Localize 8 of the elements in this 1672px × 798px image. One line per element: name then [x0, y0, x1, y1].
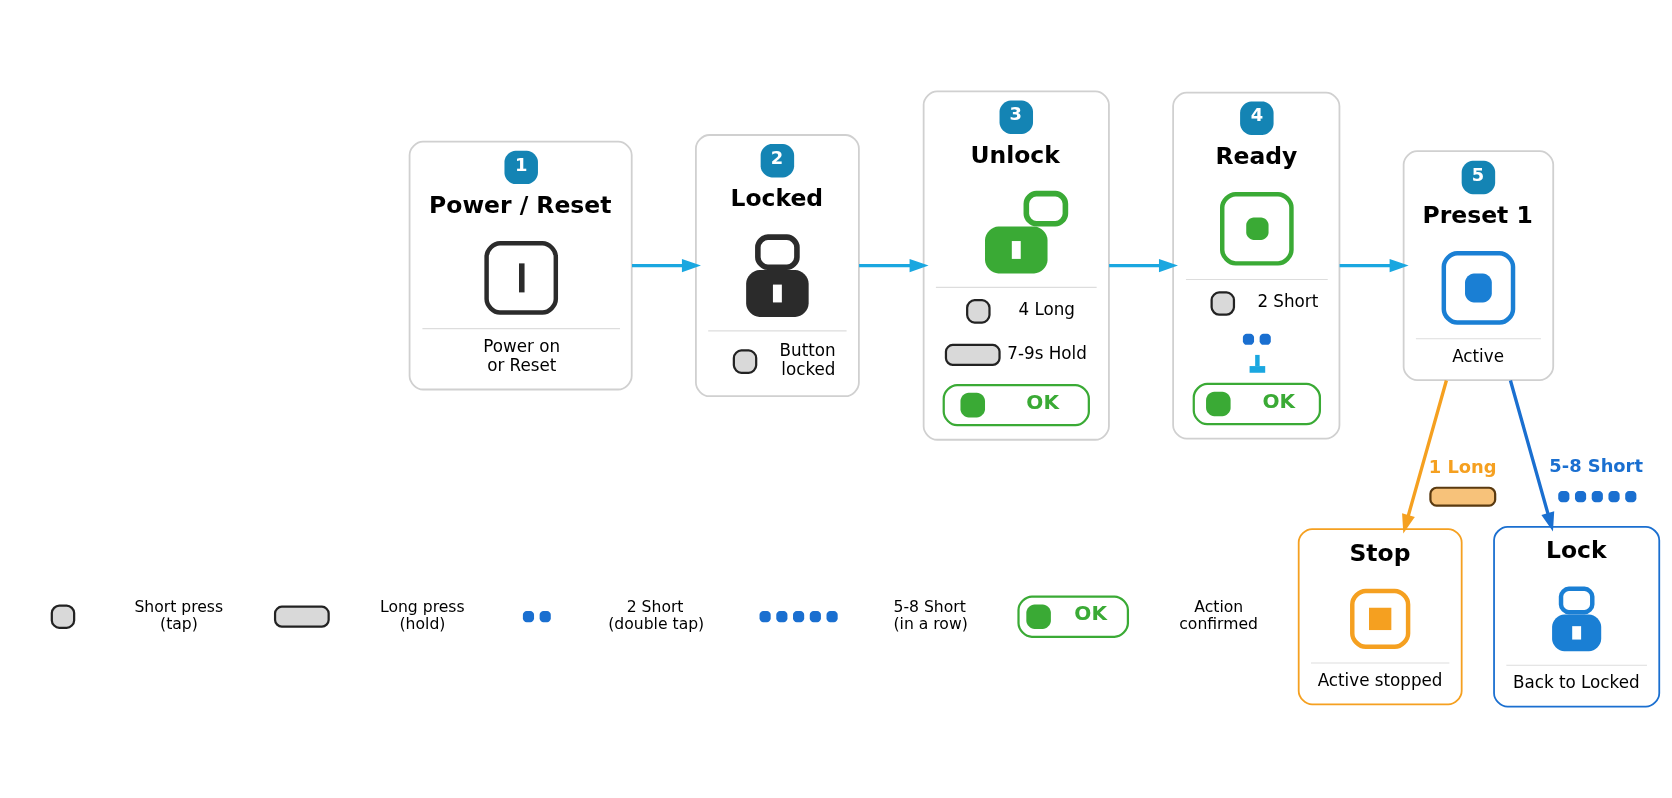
edge-label: 5-8 Short	[1549, 454, 1643, 476]
legend-label: Short press (tap)	[134, 598, 224, 634]
label: OK	[1074, 601, 1107, 626]
legend-label: 2 Short (double tap)	[608, 598, 705, 634]
edge-label: 1 Long	[1428, 456, 1497, 478]
legend-label: Long press (hold)	[380, 598, 465, 634]
legend-label: 5-8 Short (in a row)	[893, 598, 968, 634]
legend-label: Action confirmed	[1179, 598, 1258, 634]
